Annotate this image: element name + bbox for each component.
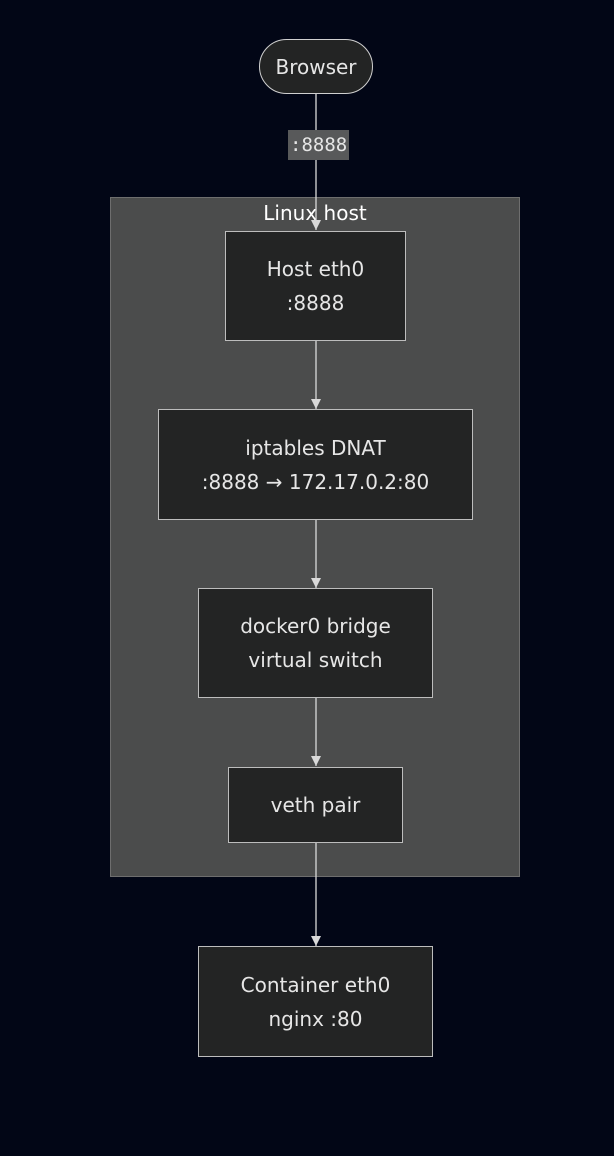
edge-label-port: :8888 <box>288 130 350 160</box>
veth-pair-label: veth pair <box>270 793 361 817</box>
iptables-dnat-title: iptables DNAT <box>245 435 386 460</box>
browser-node-label: Browser <box>275 54 357 79</box>
host-eth0-port: :8888 <box>286 291 345 315</box>
veth-pair-node: veth pair <box>228 767 403 843</box>
iptables-dnat-rule: :8888 → 172.17.0.2:80 <box>201 469 430 494</box>
browser-node: Browser <box>259 39 373 94</box>
docker0-bridge-node: docker0 bridge virtual switch <box>198 588 433 698</box>
docker0-bridge-subtitle: virtual switch <box>248 648 383 672</box>
iptables-dnat-node: iptables DNAT :8888 → 172.17.0.2:80 <box>158 409 473 520</box>
container-eth0-service: nginx :80 <box>268 1006 363 1031</box>
container-eth0-title: Container eth0 <box>240 972 391 997</box>
docker0-bridge-title: docker0 bridge <box>240 614 391 638</box>
host-eth0-node: Host eth0 :8888 <box>225 231 406 341</box>
host-eth0-title: Host eth0 <box>266 257 365 281</box>
container-eth0-node: Container eth0 nginx :80 <box>198 946 433 1057</box>
